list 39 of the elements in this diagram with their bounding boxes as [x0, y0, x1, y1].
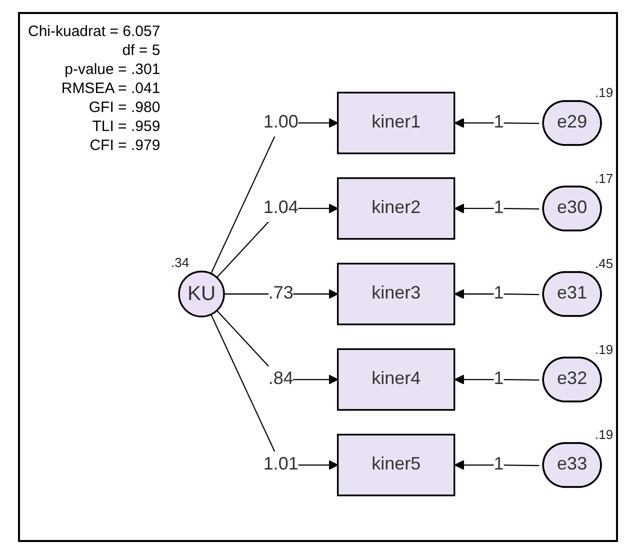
variance-value: .19 [594, 342, 614, 357]
error-term-circle: e33 [542, 442, 602, 488]
variance-value: .34 [171, 255, 190, 270]
arrow [454, 289, 540, 299]
edge-label: .84 [268, 369, 294, 389]
indicator-box: kiner4 [336, 348, 456, 411]
edge-label: .73 [268, 284, 294, 303]
arrow [454, 204, 540, 214]
edge-label: 1 [494, 112, 504, 132]
indicator-box: kiner3 [336, 262, 456, 326]
error-term-circle: e31 [542, 271, 602, 317]
error-term-circle: e29 [542, 100, 602, 146]
variance-value: .45 [594, 256, 614, 272]
fit-statistic: p-value = .301 [64, 60, 160, 79]
edge-label: 1 [494, 454, 504, 474]
variance-value: .19 [594, 85, 614, 100]
arrow [454, 374, 540, 384]
indicator-box: kiner5 [336, 434, 456, 496]
edge-label: 1.01 [263, 454, 298, 474]
latent-variable-ellipse: KU [178, 270, 225, 318]
edge-label: 1.00 [263, 112, 298, 132]
indicator-box: kiner2 [336, 177, 456, 240]
fit-statistic: TLI = .959 [91, 117, 160, 136]
arrow [454, 460, 540, 470]
edge-label: 1 [494, 284, 504, 303]
fit-statistic: GFI = .980 [88, 98, 160, 117]
edge-label: 1 [494, 369, 504, 389]
fit-statistic: CFI = .979 [88, 136, 160, 155]
indicator-box: kiner1 [336, 92, 456, 154]
fit-statistic: RMSEA = .041 [60, 79, 160, 98]
variance-value: .19 [594, 427, 614, 442]
edge-label: 1 [494, 198, 504, 218]
fit-statistic: Chi-kuadrat = 6.057 [28, 22, 160, 41]
arrow [454, 118, 540, 128]
error-term-circle: e32 [542, 356, 602, 402]
error-term-circle: e30 [542, 186, 602, 232]
edge-label: 1.04 [263, 198, 298, 218]
fit-statistic: df = 5 [121, 41, 160, 60]
variance-value: .17 [594, 170, 614, 186]
